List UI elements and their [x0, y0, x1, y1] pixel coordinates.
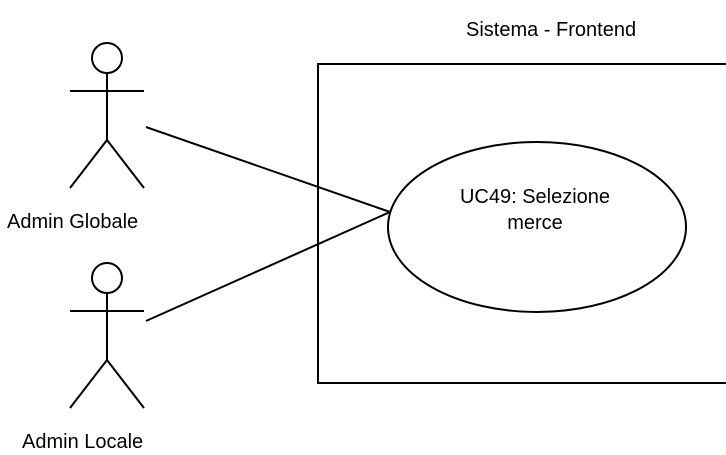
actor-admin-globale — [69, 42, 145, 189]
actor-head — [91, 262, 123, 294]
actor-left-leg — [69, 359, 108, 409]
actor-admin-locale — [69, 262, 145, 409]
system-title: Sistema - Frontend — [466, 19, 637, 41]
association-admin-locale — [145, 211, 391, 322]
use-case-label-line1: UC49: Selezione — [459, 186, 611, 208]
actor-label-admin-locale: Admin Locale — [22, 431, 144, 453]
use-case-label: UC49: Selezione merce — [400, 184, 670, 236]
actor-left-leg — [69, 139, 108, 189]
actor-head — [91, 42, 123, 74]
use-case-ellipse — [387, 141, 687, 313]
use-case-label-line2: merce — [507, 212, 563, 234]
actor-right-leg — [106, 359, 145, 409]
actor-right-leg — [106, 139, 145, 189]
association-admin-globale — [145, 126, 391, 213]
actor-label-admin-globale: Admin Globale — [7, 211, 139, 233]
